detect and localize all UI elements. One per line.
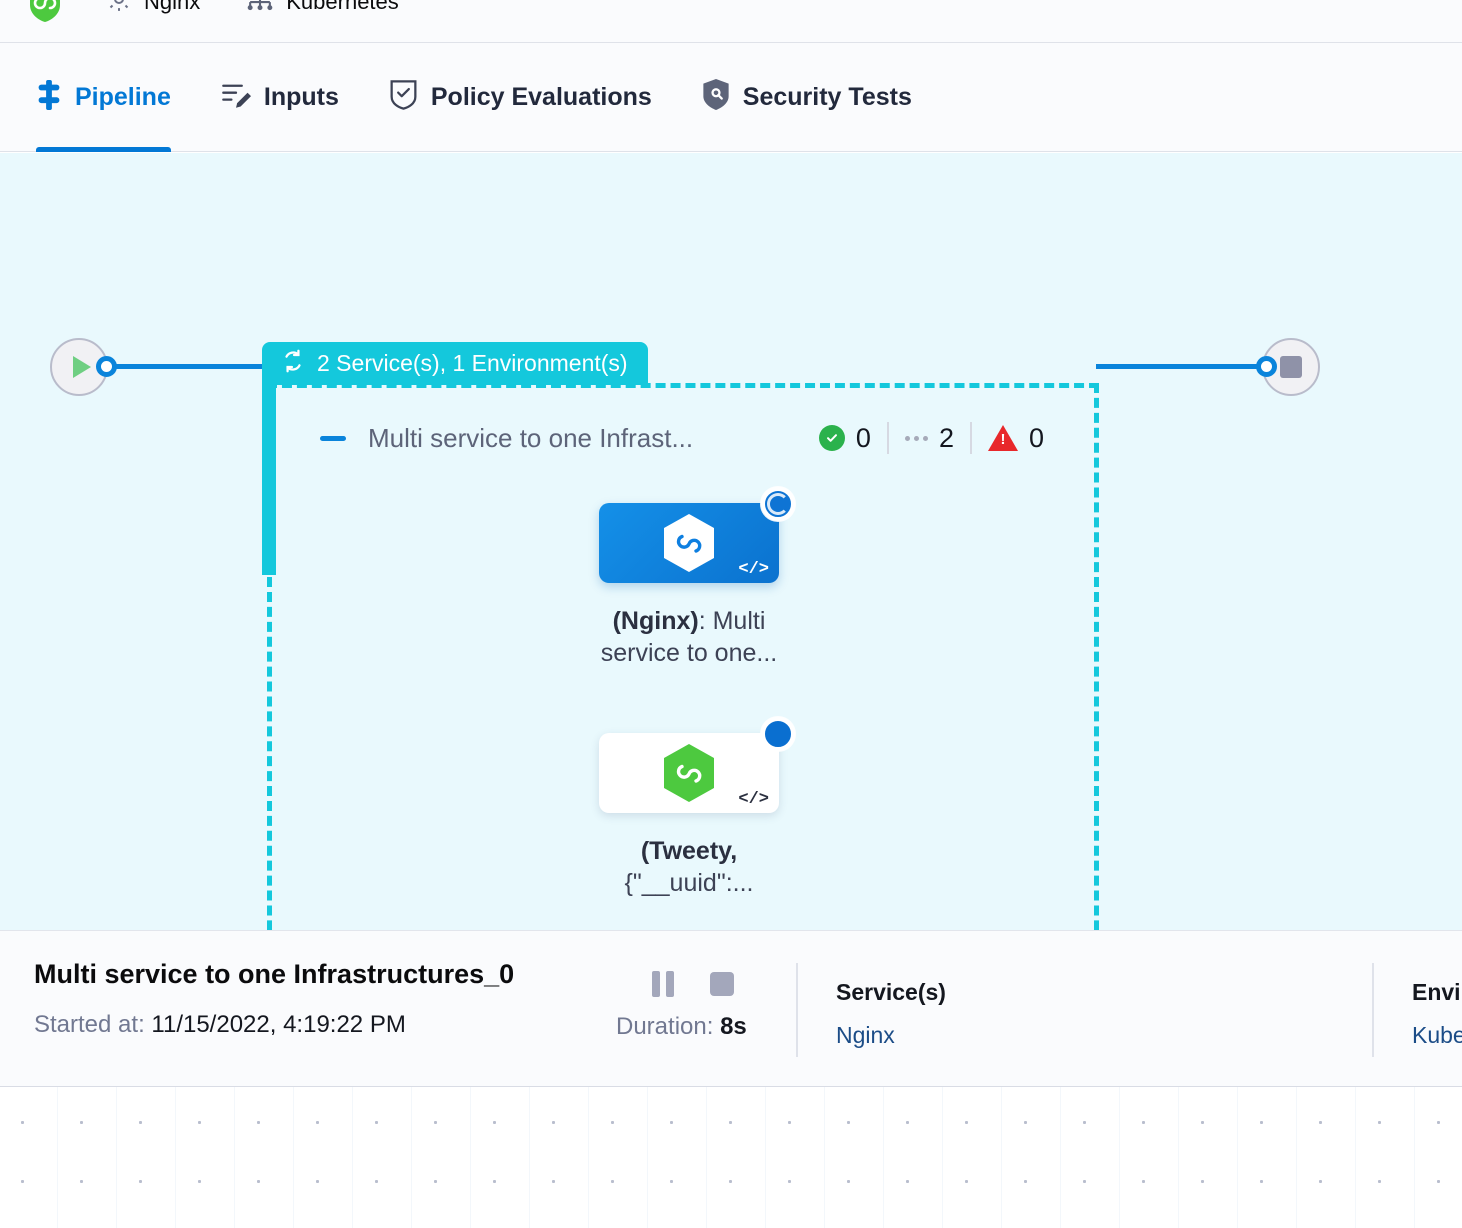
status-warning-count: 0 (1028, 422, 1044, 453)
step-card[interactable]: </> (599, 487, 795, 583)
group-pill-label: 2 Service(s), 1 Environment(s) (317, 350, 628, 376)
warning-triangle-icon (987, 425, 1018, 451)
grid-background (0, 1087, 1462, 1228)
running-spinner-badge (761, 487, 795, 521)
duration-label: Duration: (616, 1013, 714, 1040)
code-icon: </> (738, 790, 769, 809)
gear-icon (104, 0, 134, 19)
step-caption-rest: {"__uuid":... (624, 869, 754, 897)
duration-value: 8s (720, 1013, 747, 1040)
check-circle-icon (818, 425, 845, 451)
breadcrumb-item-kubernetes[interactable]: Kubernetes (244, 0, 399, 19)
inputs-icon (221, 81, 251, 114)
status-warning: 0 (972, 423, 1060, 454)
tab-pipeline[interactable]: Pipeline (36, 43, 171, 152)
status-progress: 2 (889, 423, 970, 454)
detail-col-services: Service(s) Nginx (836, 979, 946, 1049)
group-left-rail (262, 382, 276, 575)
breadcrumb: Nginx Kubernetes (0, 0, 1462, 43)
step-caption-bold: (Tweety, (640, 837, 738, 865)
code-icon: </> (738, 560, 769, 579)
detail-col-environments: Environment(s) Kubernetes (1412, 979, 1462, 1049)
tab-label-security: Security Tests (742, 82, 912, 111)
ellipsis-icon (904, 435, 928, 441)
step-caption-rest: : Multi service to one... (600, 607, 778, 667)
execution-duration: Duration: 8s (616, 1013, 747, 1041)
execution-controls (652, 971, 734, 997)
play-icon (72, 356, 91, 378)
detail-divider-1 (796, 963, 798, 1057)
security-shield-icon (702, 79, 730, 115)
status-progress-count: 2 (938, 422, 954, 453)
breadcrumb-item-shield[interactable] (30, 0, 60, 27)
breadcrumb-item-nginx[interactable]: Nginx (104, 0, 200, 19)
tab-label-pipeline: Pipeline (75, 82, 171, 111)
pipeline-canvas[interactable]: 2 Service(s), 1 Environment(s) Multi ser… (0, 153, 1462, 930)
breadcrumb-label-kubernetes: Kubernetes (286, 0, 399, 14)
breadcrumb-label-nginx: Nginx (144, 0, 201, 14)
status-divider-2 (969, 422, 972, 454)
stop-square-icon[interactable] (710, 972, 734, 996)
policy-shield-icon (389, 79, 418, 116)
step-node-tweety[interactable]: </> (Tweety, {"__uuid":... (599, 717, 795, 899)
kubernetes-icon (244, 0, 276, 19)
detail-divider-2 (1372, 963, 1374, 1057)
tab-bar: Pipeline Inputs Policy Evaluations (0, 43, 1462, 152)
step-caption-tweety: (Tweety, {"__uuid":... (589, 835, 789, 899)
status-summary: 0 2 0 (803, 422, 1060, 454)
tab-label-policy: Policy Evaluations (430, 82, 652, 111)
end-port[interactable] (1256, 356, 1277, 377)
status-success-count: 0 (855, 422, 871, 453)
pause-icon[interactable] (652, 971, 674, 997)
tab-policy-evaluations[interactable]: Policy Evaluations (389, 43, 652, 152)
services-title: Service(s) (836, 979, 946, 1005)
tab-inputs[interactable]: Inputs (221, 43, 339, 152)
status-divider-1 (886, 422, 889, 454)
connector-end (1096, 364, 1258, 369)
tab-security-tests[interactable]: Security Tests (702, 43, 912, 152)
services-value[interactable]: Nginx (836, 1022, 895, 1048)
loop-refresh-icon (280, 348, 306, 380)
collapse-dash-icon[interactable] (320, 435, 346, 441)
started-value: 11/15/2022, 4:19:22 PM (151, 1011, 406, 1038)
execution-detail-panel: Multi service to one Infrastructures_0 S… (0, 930, 1462, 1087)
step-node-nginx[interactable]: </> (Nginx): Multi service to one... (599, 487, 795, 669)
start-port[interactable] (96, 356, 117, 377)
harness-hex-green-icon (662, 743, 716, 803)
environments-title: Environment(s) (1412, 979, 1462, 1005)
execution-started: Started at: 11/15/2022, 4:19:22 PM (34, 1011, 406, 1039)
stage-group-header: Multi service to one Infrast... 0 2 (272, 416, 1104, 460)
environments-value[interactable]: Kubernetes (1412, 1022, 1462, 1048)
harness-hex-blue-icon (662, 513, 716, 573)
step-caption-bold: (Nginx) (612, 607, 699, 635)
shield-hex-icon (30, 0, 60, 27)
started-label: Started at: (34, 1011, 145, 1038)
connector-start (114, 364, 266, 369)
group-pill[interactable]: 2 Service(s), 1 Environment(s) (262, 342, 648, 385)
stage-group-title: Multi service to one Infrast... (368, 422, 694, 453)
step-card[interactable]: </> (599, 717, 795, 813)
stop-icon (1280, 356, 1302, 378)
stage-group-container[interactable]: Multi service to one Infrast... 0 2 (267, 383, 1099, 930)
pipeline-icon (36, 79, 62, 115)
execution-title: Multi service to one Infrastructures_0 (34, 959, 515, 989)
running-dot-badge (761, 717, 795, 751)
status-success: 0 (803, 423, 887, 454)
step-caption-nginx: (Nginx): Multi service to one... (589, 605, 789, 669)
tab-label-inputs: Inputs (263, 82, 339, 111)
